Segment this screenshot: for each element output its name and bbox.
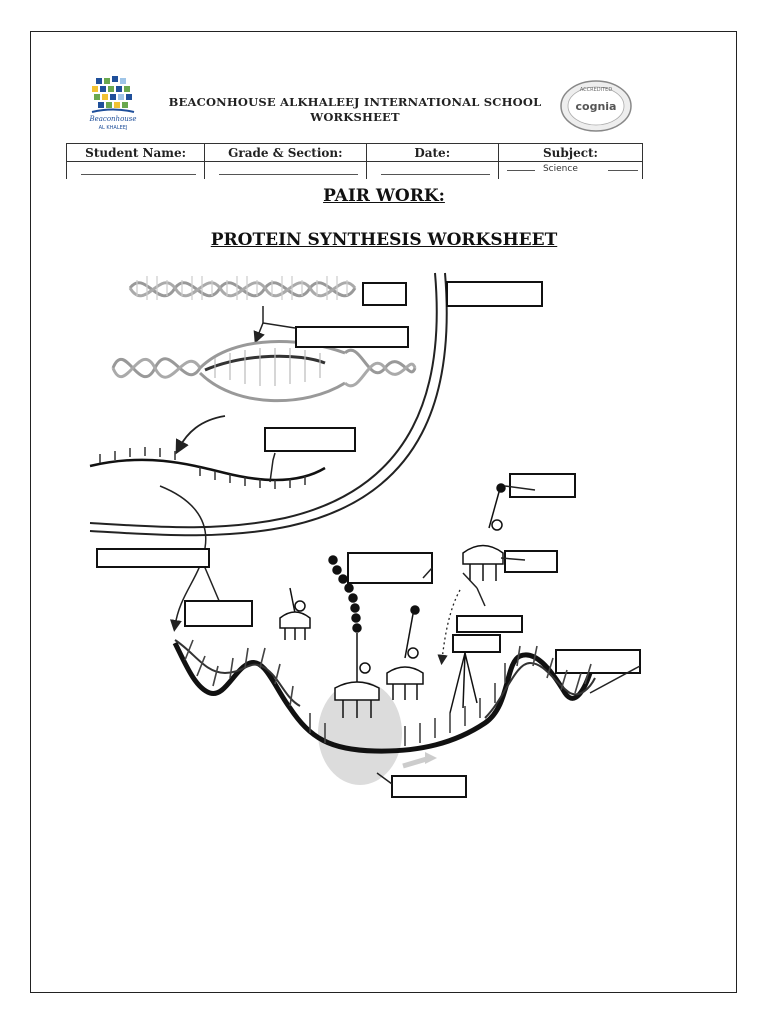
label-box-9 xyxy=(184,600,253,627)
info-value-row: Science xyxy=(65,161,644,179)
ribosome xyxy=(318,681,437,785)
worksheet-title: PROTEIN SYNTHESIS WORKSHEET xyxy=(210,230,558,250)
info-header-row: Student Name: Grade & Section: Date: Sub… xyxy=(65,143,644,162)
label-box-8 xyxy=(504,550,558,573)
label-box-5 xyxy=(509,473,576,498)
student-name-header: Student Name: xyxy=(65,143,206,162)
label-box-11 xyxy=(452,634,501,653)
label-box-1 xyxy=(362,282,407,306)
svg-text:ACCREDITED: ACCREDITED xyxy=(580,87,612,93)
mrna-cytoplasm xyxy=(172,639,596,754)
nuclear-membrane xyxy=(89,272,448,537)
svg-text:Beaconhouse: Beaconhouse xyxy=(88,115,136,123)
label-box-12 xyxy=(555,649,641,674)
date-header: Date: xyxy=(365,143,499,162)
svg-text:AL KHALEEJ: AL KHALEEJ xyxy=(99,125,128,131)
label-box-2 xyxy=(446,281,543,307)
label-box-13 xyxy=(391,775,467,798)
student-name-field[interactable] xyxy=(65,161,206,179)
school-name: BEACONHOUSE ALKHALEEJ INTERNATIONAL SCHO… xyxy=(168,95,542,109)
date-field[interactable] xyxy=(365,161,499,179)
label-box-3 xyxy=(295,326,409,348)
label-box-7 xyxy=(347,552,433,584)
mrna-strand-nucleus xyxy=(89,447,326,489)
trna-molecules xyxy=(279,483,506,718)
date-line xyxy=(380,174,490,175)
accreditation-seal: ACCREDITED cognia xyxy=(560,80,632,132)
dna-double-helix xyxy=(128,276,357,300)
subject-value: Science xyxy=(542,164,578,174)
grade-section-line xyxy=(219,174,358,175)
subject-line-right xyxy=(608,170,638,171)
released-trna xyxy=(449,652,478,714)
trna-peptide-chain xyxy=(328,555,380,718)
trna-free-left xyxy=(279,587,311,640)
label-box-6 xyxy=(96,548,210,568)
dna-transcription-bubble xyxy=(111,340,417,403)
student-info-table: Student Name: Grade & Section: Date: Sub… xyxy=(65,143,644,179)
svg-text:cognia: cognia xyxy=(576,100,617,113)
label-boxes xyxy=(96,281,641,798)
school-logo: Beaconhouse AL KHALEEJ xyxy=(88,76,137,131)
grade-section-header: Grade & Section: xyxy=(204,143,367,162)
pair-work-heading: PAIR WORK: xyxy=(323,186,445,206)
protein-synthesis-diagram xyxy=(89,272,641,798)
page-border xyxy=(30,31,737,993)
label-box-4 xyxy=(264,427,356,452)
subject-header: Subject: xyxy=(497,143,644,162)
trna-top-right xyxy=(462,483,506,581)
school-title: BEACONHOUSE ALKHALEEJ INTERNATIONAL SCHO… xyxy=(160,95,550,125)
doc-type: WORKSHEET xyxy=(310,110,400,124)
subject-line-left xyxy=(506,170,535,171)
subject-field: Science xyxy=(497,161,644,179)
student-name-line xyxy=(81,174,197,175)
grade-section-field[interactable] xyxy=(204,161,367,179)
label-box-10 xyxy=(456,615,523,633)
trna-incoming xyxy=(386,605,424,700)
